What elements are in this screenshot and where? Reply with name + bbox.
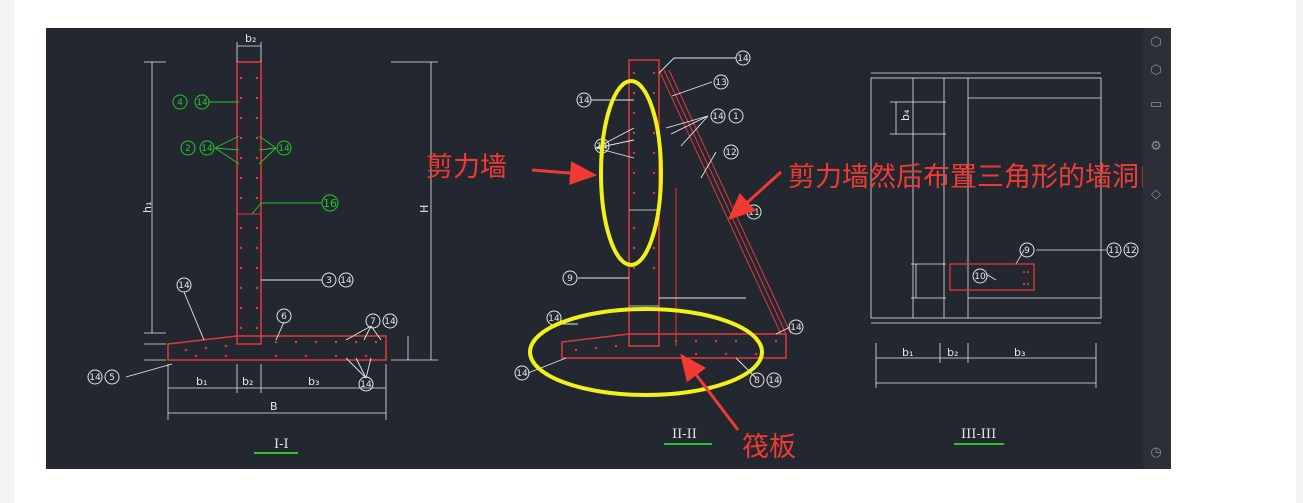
section3-marker: 10 xyxy=(974,272,986,282)
section1-marker: 5 xyxy=(109,373,115,383)
section2-marker: 8 xyxy=(754,376,760,386)
section1-dim-b2-bottom: b₂ xyxy=(242,375,253,388)
section-2: 14 13 14 14 1 14 12 11 9 14 14 14 8 14 I… xyxy=(514,50,804,445)
section1-marker: 16 xyxy=(323,197,337,210)
cube-icon[interactable]: ⬡ xyxy=(1150,35,1162,50)
section3-title: III-III xyxy=(961,427,996,442)
section2-marker: 14 xyxy=(516,369,528,379)
section1-dim-b1: b₁ xyxy=(196,375,207,388)
section2-marker: 9 xyxy=(567,274,573,284)
section2-marker: 14 xyxy=(548,314,560,324)
section3-dim-b3: b₃ xyxy=(1014,346,1025,359)
section2-wall xyxy=(628,59,660,347)
section2-marker: 12 xyxy=(725,148,736,158)
section1-dim-b2: b₂ xyxy=(245,32,256,45)
section1-marker: 14 xyxy=(89,373,101,383)
section1-marker: 14 xyxy=(178,281,190,291)
section1-dim-H: H xyxy=(418,205,431,213)
section1-stem-rebar xyxy=(239,76,259,330)
section3-opening-rebar xyxy=(949,263,1035,291)
section3-marker: 12 xyxy=(1125,246,1136,256)
section2-marker: 11 xyxy=(748,208,759,218)
section2-title: II-II xyxy=(672,427,697,442)
retaining-wall-sections: b₂ h₁ H b₁ b₂ b₃ B 4 14 2 14 14 16 xyxy=(87,32,1166,463)
section1-dim-B: B xyxy=(270,400,278,413)
section1-marker: 14 xyxy=(360,380,372,390)
section3-marker: 11 xyxy=(1108,246,1119,256)
annotation-shear-wall: 剪力墙 xyxy=(426,152,507,183)
cube-icon[interactable]: ⬡ xyxy=(1150,63,1162,78)
right-toolbar: ⬡ ⬡ ▭ ⚙ ◇ ◷ xyxy=(1143,28,1171,469)
cad-drawing-canvas: b₂ h₁ H b₁ b₂ b₃ B 4 14 2 14 14 16 xyxy=(46,28,1171,469)
section1-marker: 14 xyxy=(201,144,213,154)
annotation-opening-arrow xyxy=(727,170,783,221)
section1-marker: 14 xyxy=(196,98,208,108)
section2-marker: 14 xyxy=(578,96,590,106)
section2-marker: 14 xyxy=(712,112,724,122)
section1-title: I-I xyxy=(274,437,289,452)
section1-marker: 14 xyxy=(278,144,290,154)
clock-icon[interactable]: ◷ xyxy=(1150,445,1162,460)
section1-dim-h1: h₁ xyxy=(141,202,154,213)
section1-marker: 14 xyxy=(384,317,396,327)
annotation-raft: 筏板 xyxy=(742,432,796,463)
section2-marker: 14 xyxy=(768,376,780,386)
section1-marker: 3 xyxy=(326,276,332,286)
annotations: 剪力墙 剪力墙然后布置三角形的墙洞口 筏板 xyxy=(426,152,1166,463)
section2-marker: 14 xyxy=(790,323,802,333)
section3-marker: 9 xyxy=(1024,246,1030,256)
section1-marker: 7 xyxy=(370,317,376,327)
section-1: b₂ h₁ H b₁ b₂ b₃ B 4 14 2 14 14 16 xyxy=(87,32,438,454)
section2-raft-slab xyxy=(561,333,787,359)
section1-marker: 14 xyxy=(340,276,352,286)
raft-highlight xyxy=(528,307,764,397)
section3-dim-b2: b₂ xyxy=(947,346,958,359)
box-icon[interactable]: ◇ xyxy=(1151,187,1161,202)
section2-marker: 13 xyxy=(715,78,726,88)
shear-wall-highlight xyxy=(599,79,663,267)
section1-marker: 2 xyxy=(185,144,191,154)
section1-marker: 4 xyxy=(177,98,183,108)
section1-dim-b3: b₃ xyxy=(308,375,319,388)
folder-icon[interactable]: ▭ xyxy=(1149,97,1163,112)
section2-inclined-bars xyxy=(658,69,792,346)
gear-icon[interactable]: ⚙ xyxy=(1150,139,1162,154)
section1-marker: 6 xyxy=(281,312,287,322)
section1-base-slab xyxy=(167,335,387,361)
section2-marker: 1 xyxy=(733,112,739,122)
section1-wall-stem xyxy=(236,61,262,345)
section-3: 9 11 12 10 b₄ b₁ b₂ b₃ III-III xyxy=(870,72,1139,445)
annotation-raft-arrow xyxy=(680,353,740,431)
annotation-triangle-opening: 剪力墙然后布置三角形的墙洞口 xyxy=(788,162,1166,193)
annotation-shear-wall-arrow xyxy=(531,161,597,186)
section3-dim-b1: b₁ xyxy=(902,346,913,359)
section2-marker: 14 xyxy=(737,54,749,64)
section3-dim-b4: b₄ xyxy=(899,109,912,121)
